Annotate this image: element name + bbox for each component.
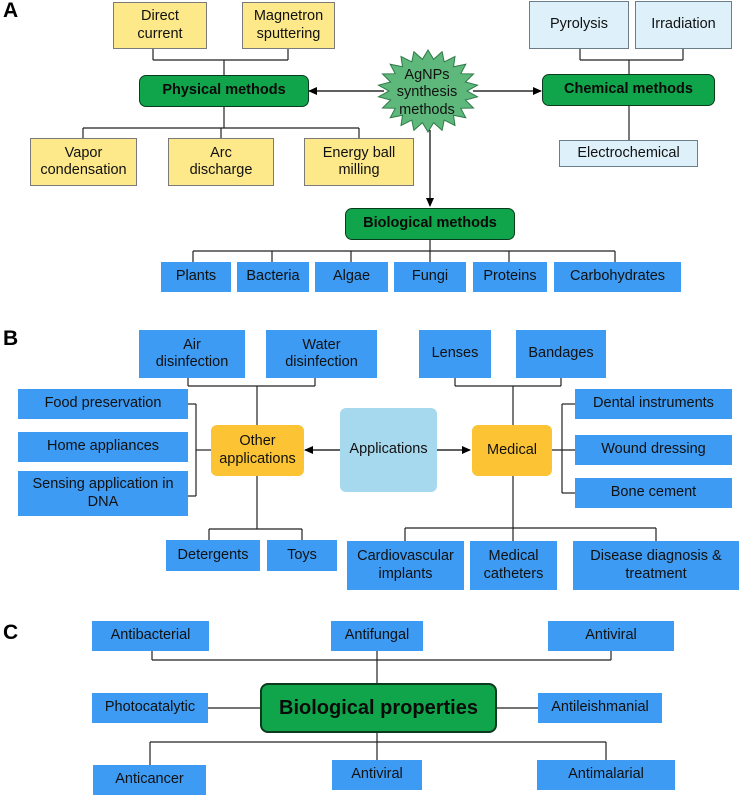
antifungal-box: Antifungal (331, 621, 423, 651)
bone-cement-box: Bone cement (575, 478, 732, 508)
other-applications-box: Other applications (211, 425, 304, 476)
medical-box: Medical (472, 425, 552, 476)
lenses-box: Lenses (419, 330, 491, 378)
irradiation-box: Irradiation (635, 1, 732, 49)
arc-discharge-box: Arc discharge (168, 138, 274, 186)
disease-diagnosis-treatment-box: Disease diagnosis & treatment (573, 541, 739, 590)
air-disinfection-box: Air disinfection (139, 330, 245, 378)
vapor-condensation-box: Vapor condensation (30, 138, 137, 186)
direct-current-box: Direct current (113, 2, 207, 49)
panel-label-a: A (3, 0, 19, 22)
cardiovascular-implants-box: Cardiovascular implants (347, 541, 464, 590)
synthesis-starburst (377, 49, 479, 133)
food-preservation-box: Food preservation (18, 389, 188, 419)
applications-center-box: Applications (340, 408, 437, 492)
fungi-box: Fungi (394, 262, 466, 292)
pyrolysis-box: Pyrolysis (529, 1, 629, 49)
medical-catheters-box: Medical catheters (470, 541, 557, 590)
panel-label-c: C (3, 621, 19, 644)
wound-dressing-box: Wound dressing (575, 435, 732, 465)
synthesis-center-label: AgNPs synthesis methods (396, 66, 458, 118)
biological-methods-box: Biological methods (345, 208, 515, 240)
water-disinfection-box: Water disinfection (266, 330, 377, 378)
bacteria-box: Bacteria (237, 262, 309, 292)
plants-box: Plants (161, 262, 231, 292)
antiviral-bottom-box: Antiviral (332, 760, 422, 790)
proteins-box: Proteins (473, 262, 547, 292)
home-appliances-box: Home appliances (18, 432, 188, 462)
dental-instruments-box: Dental instruments (575, 389, 732, 419)
toys-box: Toys (267, 540, 337, 571)
electrochemical-box: Electrochemical (559, 140, 698, 167)
biological-properties-box: Biological properties (260, 683, 497, 733)
energy-ball-milling-box: Energy ball milling (304, 138, 414, 186)
antimalarial-box: Antimalarial (537, 760, 675, 790)
magnetron-sputtering-box: Magnetron sputtering (242, 2, 335, 49)
sensing-application-dna-box: Sensing application in DNA (18, 471, 188, 516)
chemical-methods-box: Chemical methods (542, 74, 715, 106)
panel-label-b: B (3, 327, 19, 350)
antiviral-top-box: Antiviral (548, 621, 674, 651)
bandages-box: Bandages (516, 330, 606, 378)
algae-box: Algae (315, 262, 388, 292)
anticancer-box: Anticancer (93, 765, 206, 795)
antibacterial-box: Antibacterial (92, 621, 209, 651)
physical-methods-box: Physical methods (139, 75, 309, 107)
antileishmanial-box: Antileishmanial (538, 693, 662, 723)
carbohydrates-box: Carbohydrates (554, 262, 681, 292)
photocatalytic-box: Photocatalytic (92, 693, 208, 723)
detergents-box: Detergents (166, 540, 260, 571)
